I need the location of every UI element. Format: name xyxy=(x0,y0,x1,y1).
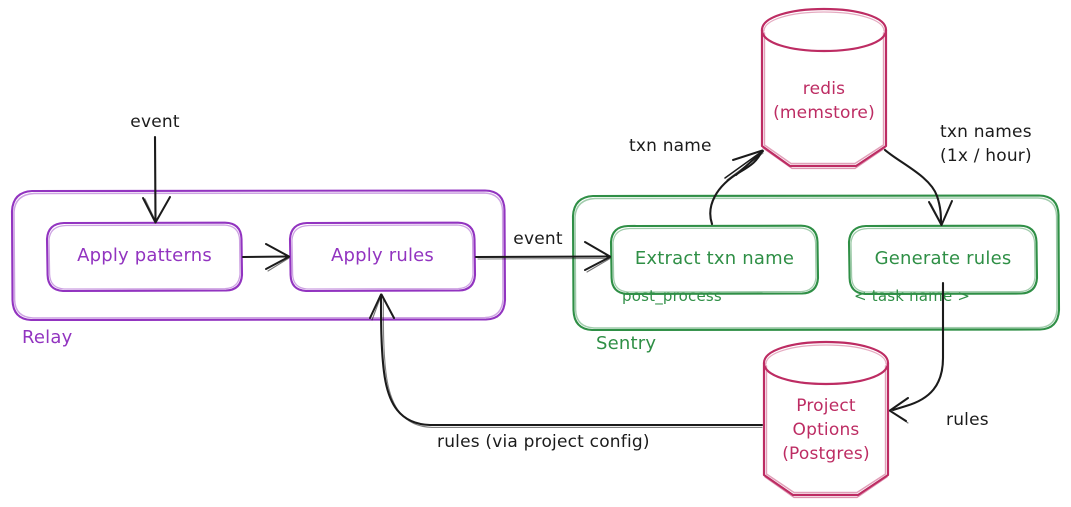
group-label-relay: Relay xyxy=(22,327,73,348)
node-label-extract-txn-name[interactable]: Extract txn name xyxy=(634,248,795,269)
node-label-generate-rules[interactable]: Generate rules xyxy=(874,248,1012,269)
edge-label-rules-via-project-config: rules (via project config) xyxy=(437,432,650,452)
store-label-redis-line1: redis xyxy=(802,79,846,99)
group-label-sentry: Sentry xyxy=(596,333,657,354)
edge-label-txn-name: txn name xyxy=(629,136,712,156)
edge-event-in xyxy=(142,135,171,224)
store-label-project-options-line3: (Postgres) xyxy=(782,444,870,464)
node-apply-rules-shape xyxy=(288,221,477,293)
edge-rules xyxy=(889,281,945,424)
group-sentry xyxy=(571,194,1061,332)
store-label-project-options-line2: Options xyxy=(792,420,860,440)
edge-label-txn-names-line2: (1x / hour) xyxy=(940,146,1032,166)
edge-label-event-in: event xyxy=(130,112,180,132)
edge-label-txn-names-line1: txn names xyxy=(940,122,1032,142)
edge-txn-name xyxy=(709,149,764,226)
edge-rules-config xyxy=(369,293,764,428)
edge-label-rules: rules xyxy=(946,410,989,430)
node-generate-rules-shape xyxy=(847,224,1039,296)
node-apply-patterns-shape xyxy=(45,221,244,293)
edge-patterns-rules xyxy=(241,243,290,272)
node-extract-txn-name-shape xyxy=(609,224,820,296)
edge-event-out xyxy=(474,241,611,273)
store-label-redis-line2: (memstore) xyxy=(773,103,875,123)
node-caption-post-process: post_process xyxy=(622,287,722,305)
node-label-apply-patterns[interactable]: Apply patterns xyxy=(77,245,212,266)
store-redis-shape xyxy=(760,7,888,170)
group-relay xyxy=(10,189,507,322)
edge-label-event-out: event xyxy=(513,229,563,249)
store-project-options-shape xyxy=(762,340,890,499)
node-label-apply-rules[interactable]: Apply rules xyxy=(330,245,435,266)
node-caption-task-name: < task name > xyxy=(854,287,971,305)
edge-txn-names xyxy=(883,148,953,226)
store-label-project-options-line1: Project xyxy=(796,396,856,416)
